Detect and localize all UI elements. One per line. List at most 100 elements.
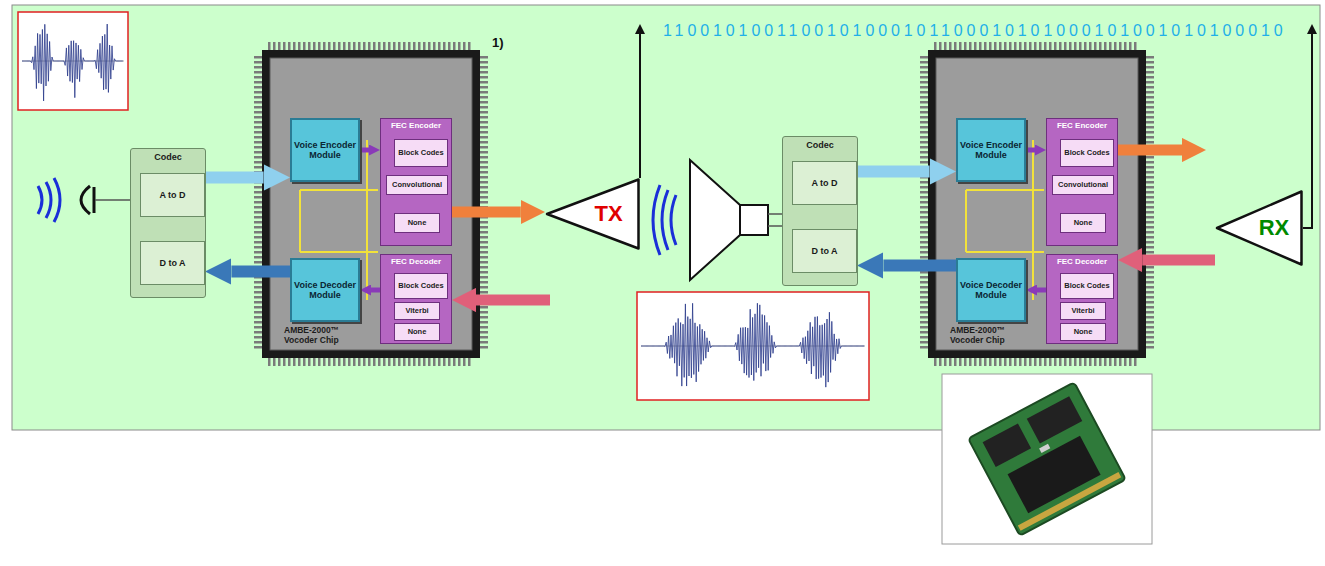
- chip-pin: [480, 141, 488, 144]
- chip-pin: [920, 241, 928, 244]
- chip-pin: [480, 156, 488, 159]
- fec-option: Block Codes: [1060, 273, 1114, 299]
- chip-pin: [920, 346, 928, 349]
- chip-pin: [254, 216, 262, 219]
- box-label: Voice Decoder Module: [292, 280, 358, 301]
- chip-pin: [298, 358, 301, 366]
- chip-pin: [920, 216, 928, 219]
- amplifier-triangle: [545, 178, 640, 250]
- chip-pin: [313, 42, 316, 50]
- chip-pin: [254, 66, 262, 69]
- chip-pin: [288, 358, 291, 366]
- chip-pin: [298, 42, 301, 50]
- fec-option: Viterbi: [1060, 302, 1106, 320]
- converter-box: A to D: [792, 161, 857, 205]
- chip-pin: [920, 136, 928, 139]
- chip-pin: [480, 131, 488, 134]
- chip-pin: [413, 358, 416, 366]
- chip-pin: [1034, 42, 1037, 50]
- fec-option: Block Codes: [1060, 139, 1114, 167]
- chip-pin: [293, 42, 296, 50]
- chip-pin: [480, 66, 488, 69]
- box-label: None: [406, 219, 429, 227]
- chip-pin: [920, 131, 928, 134]
- chip-pin: [254, 326, 262, 329]
- chip-pin: [964, 42, 967, 50]
- bit-stream: 1100101001100101000101100010101000101001…: [663, 22, 1287, 40]
- chip-pin: [989, 42, 992, 50]
- chip-pin: [254, 201, 262, 204]
- chip-pin: [920, 61, 928, 64]
- chip-pin: [1009, 358, 1012, 366]
- chip-pin: [920, 211, 928, 214]
- chip-pin: [254, 161, 262, 164]
- signal-arrow: [205, 172, 264, 184]
- chip-pin: [1129, 358, 1132, 366]
- chip-pin: [1146, 136, 1154, 139]
- fec-block: FEC DecoderBlock CodesViterbiNone: [1046, 254, 1118, 344]
- fec-option: None: [1060, 213, 1106, 233]
- chip-pin: [979, 42, 982, 50]
- chip-pin: [1146, 126, 1154, 129]
- chip-pin: [254, 336, 262, 339]
- chip-pin: [480, 266, 488, 269]
- chip-pin: [254, 101, 262, 104]
- chip-pin: [254, 186, 262, 189]
- voice-module: Voice Encoder Module: [290, 118, 360, 182]
- chip-pin: [920, 161, 928, 164]
- chip-pin: [979, 358, 982, 366]
- chip-pin: [480, 326, 488, 329]
- chip-pin: [920, 141, 928, 144]
- signal-arrow: [1142, 255, 1215, 266]
- chip-pin: [254, 301, 262, 304]
- chip-pin: [1049, 358, 1052, 366]
- chip-pin: [254, 226, 262, 229]
- chip-pin: [1099, 358, 1102, 366]
- box-label: FEC Decoder: [381, 257, 451, 266]
- chip-pin: [383, 358, 386, 366]
- chip-pin: [1059, 42, 1062, 50]
- chip-pin: [1094, 42, 1097, 50]
- box-label: FEC Encoder: [381, 121, 451, 130]
- codec-box: CodecA to DD to A: [130, 148, 206, 298]
- chip-pin: [480, 311, 488, 314]
- waveform: [22, 24, 865, 387]
- box-label: Codec: [131, 152, 205, 162]
- fec-option: Block Codes: [394, 273, 448, 299]
- chip-pin: [268, 358, 271, 366]
- chip-pin: [254, 96, 262, 99]
- box-label: Block Codes: [396, 149, 445, 157]
- sound-wave: [46, 182, 51, 218]
- chip-pin: [1119, 358, 1122, 366]
- chip-pin: [254, 61, 262, 64]
- chip-pin: [413, 42, 416, 50]
- chip-pin: [989, 358, 992, 366]
- sound-wave: [38, 186, 42, 214]
- chip-pin: [463, 358, 466, 366]
- chip-pin: [1049, 42, 1052, 50]
- chip-pin: [480, 151, 488, 154]
- chip-pin: [920, 276, 928, 279]
- fec-option: None: [394, 323, 440, 341]
- chip-pin: [313, 358, 316, 366]
- chip-pin: [288, 42, 291, 50]
- chip-pin: [1146, 271, 1154, 274]
- chip-pin: [480, 306, 488, 309]
- chip-pin: [1146, 321, 1154, 324]
- chip-pin: [1146, 216, 1154, 219]
- chip-pin: [1104, 42, 1107, 50]
- signal-arrow: [360, 148, 369, 153]
- chip-pin: [1146, 111, 1154, 114]
- chip-pin: [433, 358, 436, 366]
- transmitter-amp: TX: [545, 178, 640, 250]
- chip-pin: [343, 358, 346, 366]
- chip-pin: [974, 42, 977, 50]
- chip-pin: [333, 358, 336, 366]
- chip-pin: [1069, 42, 1072, 50]
- chip-pin: [480, 166, 488, 169]
- ic: [1008, 436, 1101, 513]
- chip-pin: [373, 42, 376, 50]
- chip-pin: [480, 116, 488, 119]
- signal-arrow: [883, 260, 956, 272]
- chip-pin: [254, 86, 262, 89]
